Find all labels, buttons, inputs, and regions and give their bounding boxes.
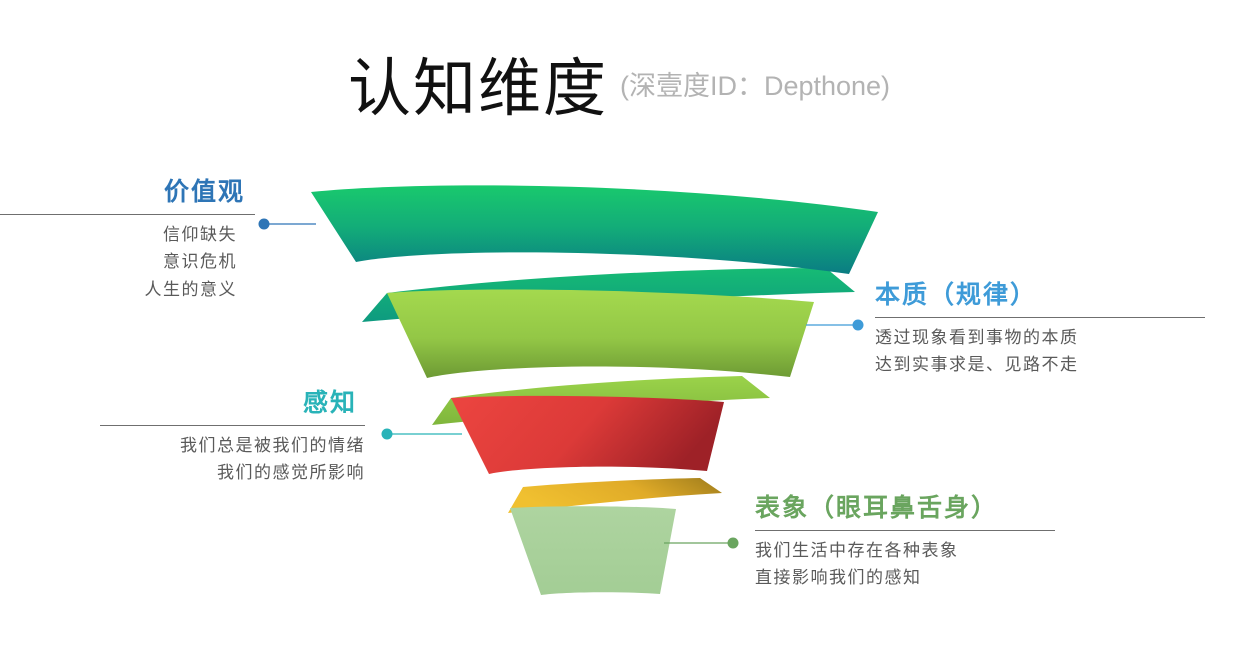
funnel-stage-1 bbox=[311, 185, 878, 274]
connector-dot-values bbox=[258, 218, 270, 230]
funnel-stage-4 bbox=[510, 506, 676, 595]
funnel-stage-2 bbox=[387, 289, 814, 378]
connector-dot-perceive bbox=[381, 428, 393, 440]
callout-surface-line-1: 我们生活中存在各种表象 bbox=[755, 540, 959, 560]
callout-perceive-rule bbox=[100, 424, 365, 426]
title-main-text: 认知维度 bbox=[347, 52, 608, 125]
callout-surface-heading: 表象（眼耳鼻舌身） bbox=[755, 494, 999, 522]
callout-perceive-body: 我们总是被我们的情绪 我们的感觉所影响 bbox=[100, 432, 365, 487]
callout-surface[interactable]: 表象（眼耳鼻舌身） 我们生活中存在各种表象 直接影响我们的感知 bbox=[755, 494, 1055, 592]
page-title: 认知维度 (深壹度ID：Depthone) bbox=[0, 38, 1238, 129]
callout-perceive-heading: 感知 bbox=[302, 389, 357, 417]
callout-perceive[interactable]: 感知 我们总是被我们的情绪 我们的感觉所影响 bbox=[100, 389, 365, 487]
callout-perceive-line-2: 我们的感觉所影响 bbox=[217, 463, 365, 483]
callout-surface-line-2: 直接影响我们的感知 bbox=[755, 568, 922, 588]
callout-essence-heading: 本质（规律） bbox=[875, 281, 1038, 309]
callout-essence[interactable]: 本质（规律） 透过现象看到事物的本质 达到实事求是、见路不走 bbox=[875, 281, 1205, 379]
callout-essence-body: 透过现象看到事物的本质 达到实事求是、见路不走 bbox=[875, 324, 1205, 379]
funnel-stage-3 bbox=[451, 395, 724, 474]
callout-values-heading: 价值观 bbox=[163, 178, 245, 206]
callout-surface-body: 我们生活中存在各种表象 直接影响我们的感知 bbox=[755, 537, 1055, 592]
connector-dot-surface bbox=[727, 537, 739, 549]
callout-values-line-3: 人生的意义 bbox=[144, 279, 237, 299]
callout-values-line-2: 意识危机 bbox=[163, 252, 237, 272]
callout-values-line-1: 信仰缺失 bbox=[163, 224, 237, 244]
callout-essence-rule bbox=[875, 316, 1205, 318]
callout-essence-line-1: 透过现象看到事物的本质 bbox=[875, 327, 1079, 347]
connector-dot-essence bbox=[852, 319, 864, 331]
callout-values-rule bbox=[0, 213, 255, 215]
callout-perceive-line-1: 我们总是被我们的情绪 bbox=[180, 435, 365, 455]
callout-essence-line-2: 达到实事求是、见路不走 bbox=[875, 355, 1079, 375]
callout-values-body: 信仰缺失 意识危机 人生的意义 bbox=[0, 221, 255, 304]
funnel-ribbon-3 bbox=[508, 478, 722, 513]
callout-surface-rule bbox=[755, 529, 1055, 531]
callout-values[interactable]: 价值观 信仰缺失 意识危机 人生的意义 bbox=[0, 178, 255, 303]
title-subtitle-text: (深壹度ID：Depthone) bbox=[619, 71, 891, 101]
